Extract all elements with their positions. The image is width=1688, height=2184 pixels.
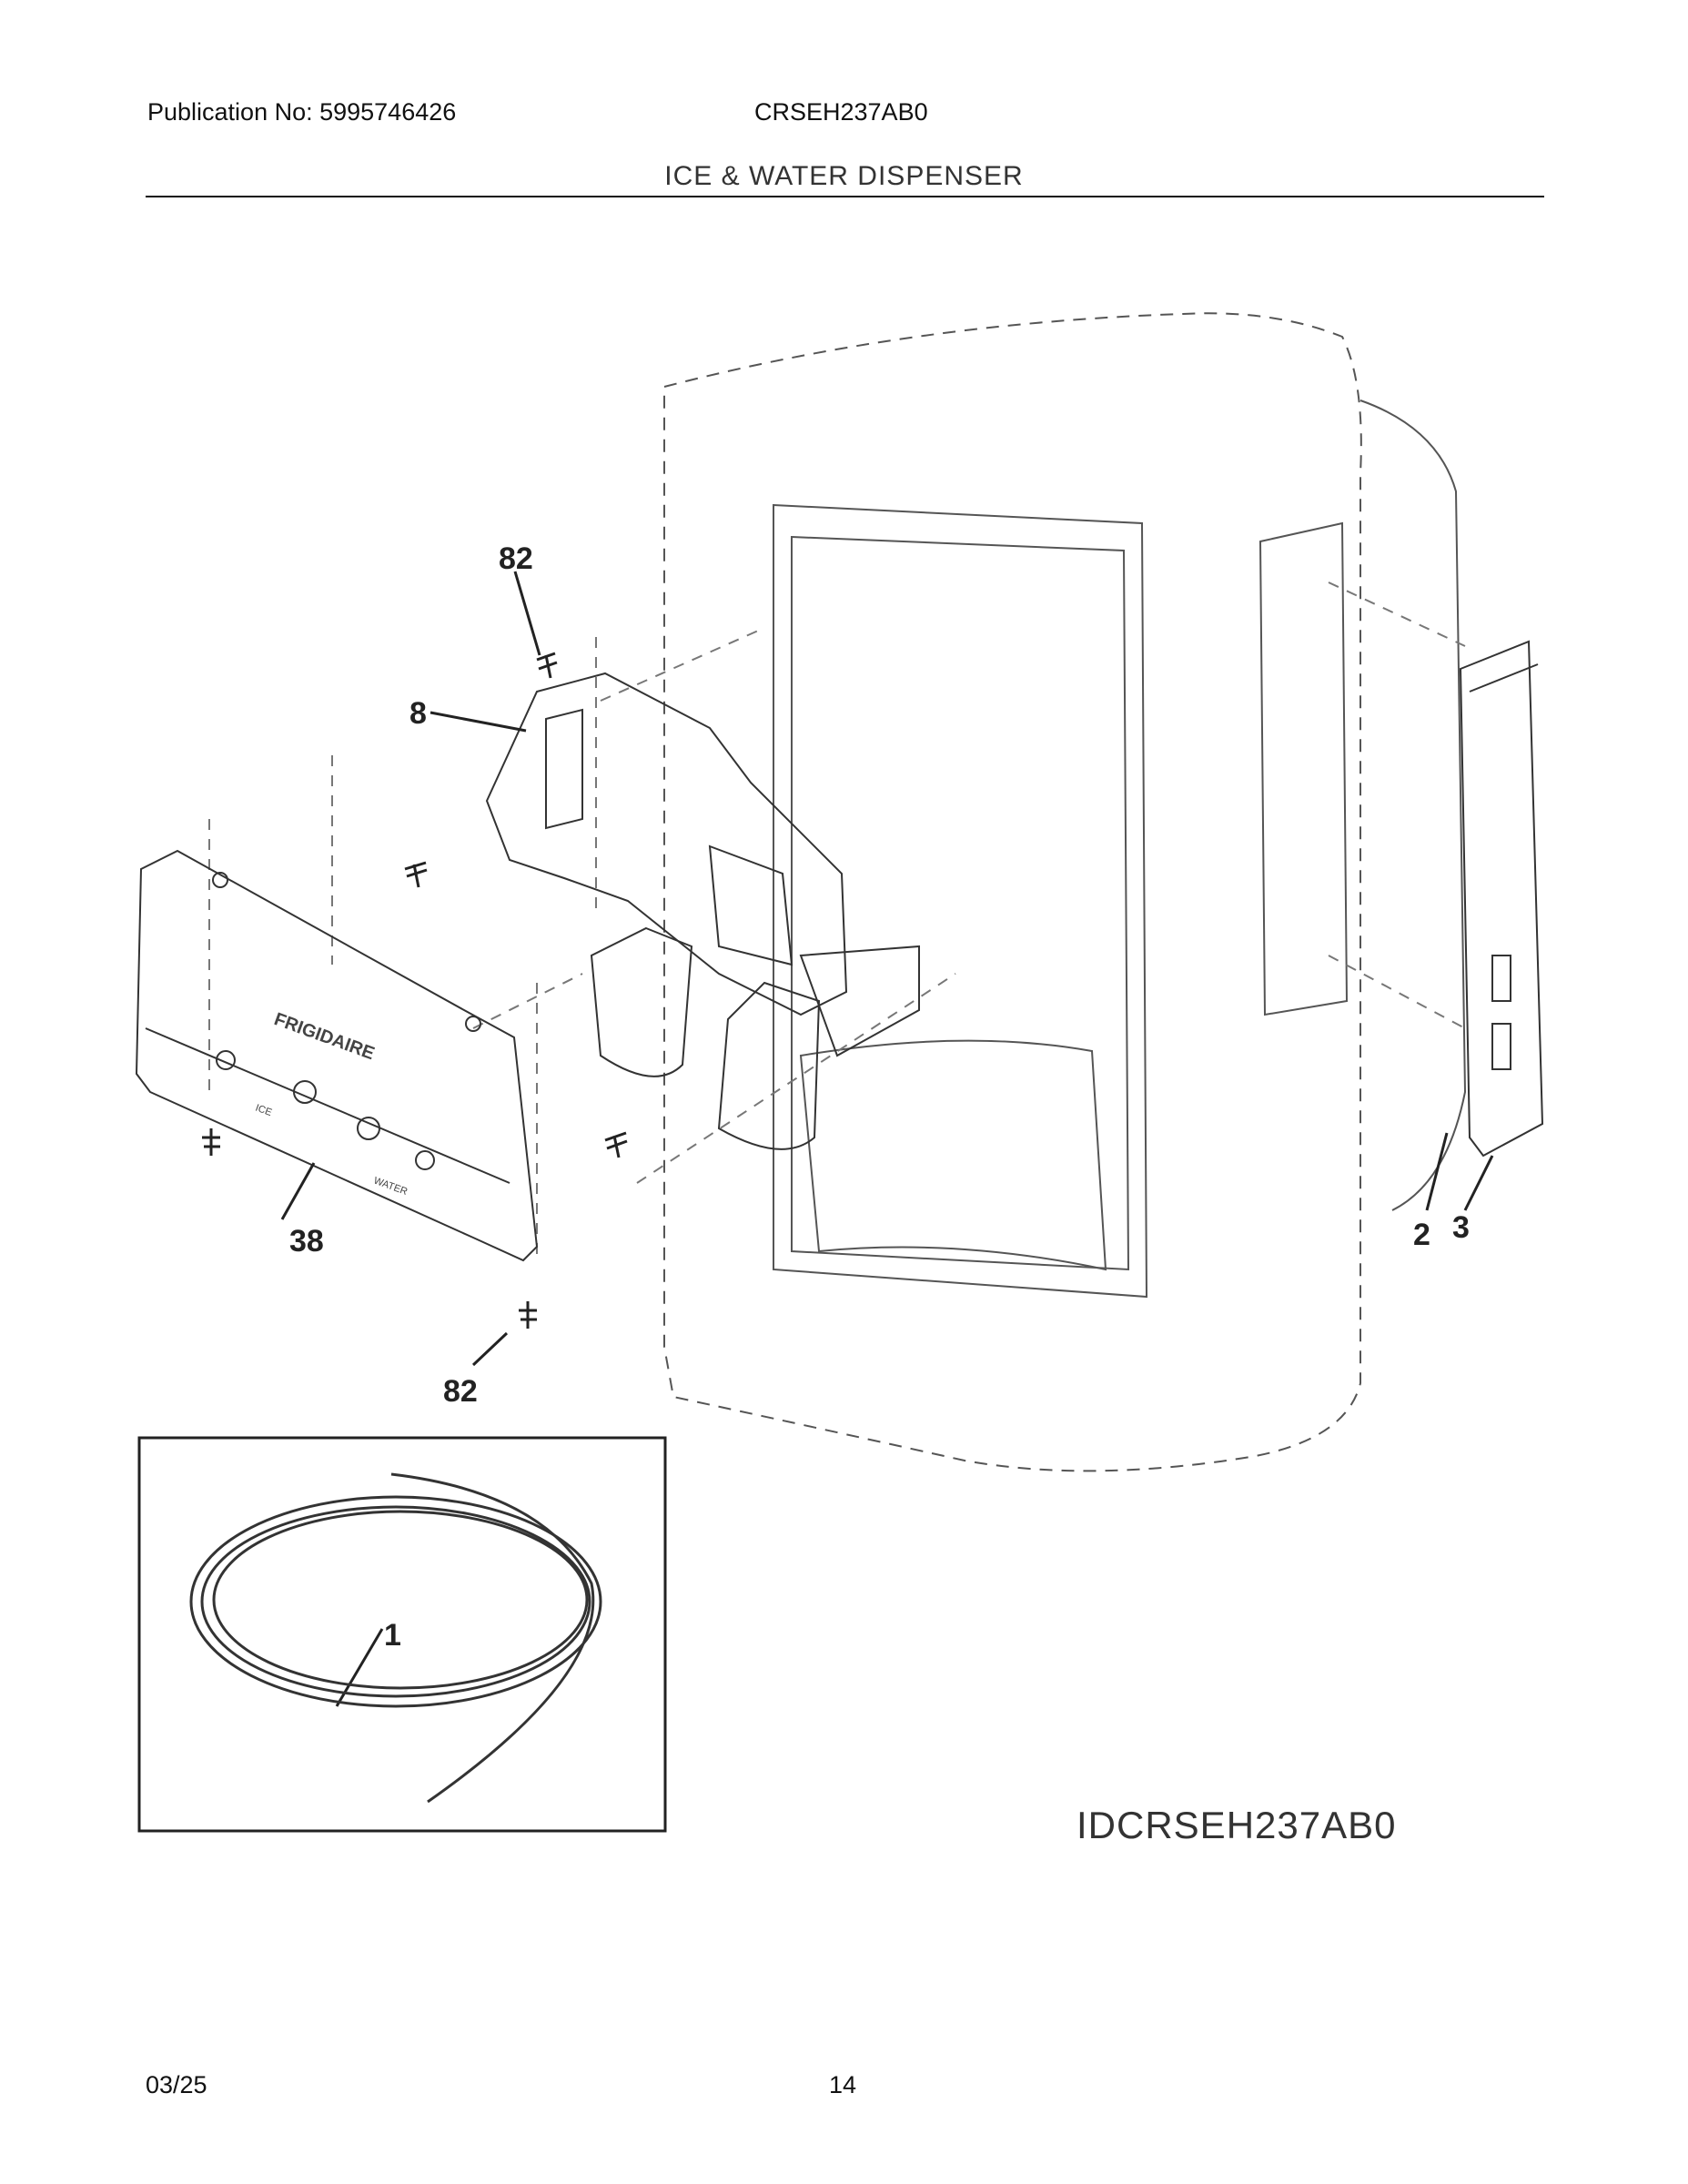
tubing-inset-box	[137, 1436, 667, 1833]
callout-1: 1	[384, 1618, 401, 1653]
screws	[202, 652, 628, 1329]
model-number: CRSEH237AB0	[754, 98, 928, 126]
callout-38: 38	[289, 1224, 324, 1259]
drip-tray	[799, 1039, 1107, 1271]
panel-label-ice: ICE	[254, 1103, 273, 1119]
header-rule	[146, 196, 1544, 197]
section-title: ICE & WATER DISPENSER	[664, 161, 1024, 191]
water-tubing	[189, 1472, 602, 1804]
front-panel-38	[135, 849, 539, 1262]
callout-82-top: 82	[499, 541, 533, 576]
publication-number: Publication No: 5995746426	[147, 98, 457, 126]
callout-3: 3	[1452, 1210, 1470, 1245]
callout-2: 2	[1413, 1218, 1430, 1252]
door-outline	[663, 312, 1362, 1472]
dispenser-recess	[773, 503, 1148, 1299]
panel-brand: FRIGIDAIRE	[271, 1009, 377, 1064]
ice-paddle	[590, 926, 693, 1077]
dispenser-bracket	[485, 672, 920, 1150]
callout-8: 8	[409, 696, 427, 731]
water-paddle	[717, 981, 821, 1150]
callout-82-bottom: 82	[443, 1374, 478, 1409]
page-number: 14	[829, 2071, 857, 2098]
control-board-2-3	[1459, 640, 1544, 1158]
footer-date: 03/25	[146, 2071, 207, 2098]
illustration-id: IDCRSEH237AB0	[1076, 1804, 1397, 1846]
door-side-flange	[1359, 399, 1467, 1211]
